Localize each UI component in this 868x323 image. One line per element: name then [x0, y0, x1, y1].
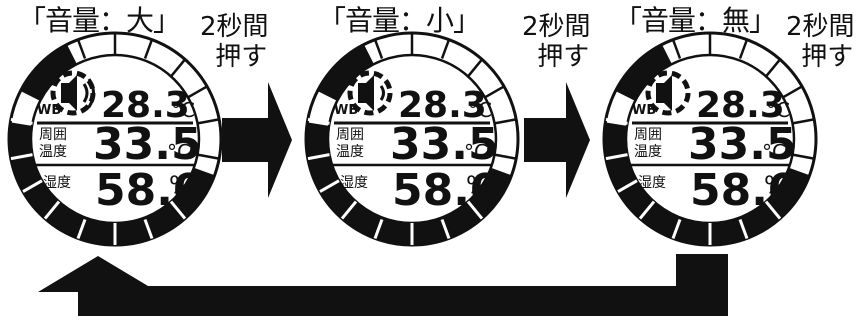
hold-duration: 2秒間: [786, 12, 855, 42]
wbgt-unit: °C: [468, 98, 492, 122]
hold-action: 押す: [215, 42, 268, 72]
hold-action: 押す: [537, 42, 590, 72]
wbgt-value: 28.3: [398, 85, 487, 126]
wbgt-value: 28.3: [696, 85, 785, 126]
humidity-value: 58.0: [392, 165, 501, 216]
temperature-value: 33.5: [688, 119, 797, 170]
temperature-label: 温度: [39, 144, 67, 160]
temperature-unit: °C: [167, 140, 191, 164]
humidity-unit: %: [169, 171, 192, 199]
humidity-label: 湿度: [638, 175, 666, 191]
temperature-label: 温度: [634, 144, 662, 160]
speaker-sound-icon: [645, 70, 691, 116]
temperature-label: 周囲: [39, 127, 67, 143]
humidity-label: 湿度: [340, 175, 368, 191]
right-arrow-icon: [222, 82, 292, 198]
humidity-unit: %: [466, 171, 489, 199]
right-arrow-icon: [524, 82, 590, 198]
mode-title-high: 「音量：大」: [18, 4, 181, 37]
humidity-unit: %: [764, 171, 787, 199]
wbgt-value: 28.3: [101, 85, 190, 126]
temperature-label: 周囲: [634, 127, 662, 143]
humidity-label: 湿度: [43, 175, 71, 191]
mode-title-low: 「音量：小」: [318, 4, 481, 37]
humidity-value: 58.0: [690, 165, 799, 216]
hold-action: 押す: [801, 42, 854, 72]
hold-duration: 2秒間: [200, 12, 269, 42]
temperature-value: 33.5: [93, 119, 202, 170]
temperature-unit: °C: [762, 140, 786, 164]
return-loop-arrow-icon: [38, 254, 728, 316]
humidity-value: 58.0: [95, 165, 204, 216]
hold-duration: 2秒間: [522, 12, 591, 42]
temperature-unit: °C: [464, 140, 488, 164]
hold-instruction-1: 2秒間 押す: [200, 12, 269, 72]
wbgt-unit: °C: [171, 98, 195, 122]
temperature-label: 温度: [336, 144, 364, 160]
hold-instruction-2: 2秒間 押す: [522, 12, 591, 72]
mode-title-off: 「音量：無」: [614, 4, 777, 37]
temperature-label: 周囲: [336, 127, 364, 143]
temperature-value: 33.5: [390, 119, 499, 170]
hold-instruction-3: 2秒間 押す: [786, 12, 855, 72]
wbgt-unit: °C: [766, 98, 790, 122]
speaker-sound-icon: [347, 70, 393, 116]
speaker-sound-icon: [50, 70, 96, 116]
